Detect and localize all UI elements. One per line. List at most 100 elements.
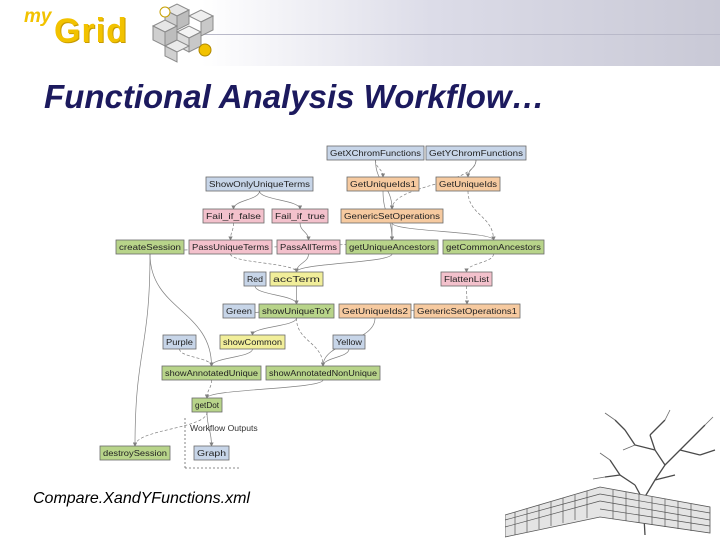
workflow-edge: [294, 253, 393, 273]
node-box: [99, 445, 171, 461]
workflow-edge: [231, 190, 260, 210]
workflow-node-get-c-a: getCommonAncestors: [442, 239, 545, 255]
node-box: [413, 303, 521, 319]
node-label: showCommon: [223, 337, 282, 347]
workflow-node-pass-all: PassAllTerms: [276, 239, 341, 255]
node-label: FlattenList: [444, 274, 490, 284]
building-illustration: [505, 409, 716, 538]
node-box: [269, 271, 324, 287]
workflow-edge: [250, 317, 297, 336]
workflow-edge: [299, 222, 311, 241]
node-box: [276, 239, 341, 255]
node-box: [435, 176, 501, 192]
workflow-edge: [296, 317, 326, 367]
node-box: [191, 397, 223, 413]
node-label: getCommonAncestors: [446, 242, 541, 252]
node-box: [425, 145, 527, 161]
workflow-node-get-x: GetXChromFunctions: [326, 145, 425, 161]
node-label: accTerm: [273, 274, 320, 284]
node-label: GetYChromFunctions: [429, 148, 523, 158]
workflow-outputs-group: Workflow Outputs: [184, 418, 258, 469]
node-box: [326, 145, 425, 161]
node-box: [243, 271, 267, 287]
workflow-node-gen-set: GenericSetOperations: [340, 208, 444, 224]
node-box: [442, 239, 545, 255]
workflow-edge: [464, 253, 494, 273]
node-box: [162, 334, 197, 350]
node-label: PassAllTerms: [280, 242, 337, 252]
workflow-edge: [179, 348, 214, 367]
workflow-node-graph: Graph: [193, 445, 230, 461]
workflow-node-get-u-a: getUniqueAncestors: [345, 239, 439, 255]
workflow-edge: [464, 285, 470, 305]
workflow-edge: [206, 411, 214, 447]
node-label: GetUniqueIds: [439, 179, 497, 189]
node-box: [271, 208, 329, 224]
workflow-node-flatten: FlattenList: [440, 271, 493, 287]
workflow-node-purple: Purple: [162, 334, 197, 350]
workflow-node-destroy: destroySession: [99, 445, 171, 461]
header-bar: [0, 0, 720, 66]
header-rule: [170, 34, 720, 35]
node-label: Red: [247, 274, 263, 284]
workflow-edge: [204, 379, 324, 399]
node-label: GetXChromFunctions: [330, 148, 421, 158]
node-label: Green: [226, 306, 252, 316]
workflow-edge: [209, 348, 253, 367]
slide-title: Functional Analysis Workflow…: [44, 78, 545, 115]
workflow-edge: [132, 253, 151, 447]
node-label: Yellow: [336, 337, 363, 347]
workflow-node-yellow: Yellow: [332, 334, 366, 350]
workflow-edge: [228, 222, 234, 241]
workflow-node-show-a-n-u: showAnnotatedNonUnique: [265, 365, 381, 381]
node-label: showAnnotatedNonUnique: [269, 368, 377, 378]
workflow-edge: [294, 253, 309, 273]
workflow-node-get-y: GetYChromFunctions: [425, 145, 527, 161]
workflow-node-create: createSession: [115, 239, 185, 255]
node-label: createSession: [119, 242, 181, 252]
node-box: [340, 208, 444, 224]
node-label: getDot: [195, 400, 220, 410]
workflow-edge: [259, 190, 303, 210]
node-label: getUniqueAncestors: [349, 242, 435, 252]
workflow-node-fail-false: Fail_if_false: [202, 208, 265, 224]
node-box: [338, 303, 412, 319]
node-label: Purple: [166, 337, 193, 347]
workflow-node-show-a-u: showAnnotatedUnique: [161, 365, 262, 381]
workflow-edge: [465, 159, 477, 178]
node-label: showUniqueToY: [262, 306, 331, 316]
node-box: [161, 365, 262, 381]
workflow-node-gu2: GetUniqueIds: [435, 176, 501, 192]
node-box: [219, 334, 286, 350]
workflow-edge: [230, 253, 299, 273]
workflow-edge: [389, 159, 477, 210]
node-label: showAnnotatedUnique: [165, 368, 258, 378]
node-box: [115, 239, 185, 255]
node-box: [188, 239, 273, 255]
workflow-edge: [320, 348, 350, 367]
workflow-edge: [132, 411, 208, 447]
node-label: Fail_if_false: [206, 211, 261, 221]
workflow-edge: [467, 190, 496, 241]
workflow-node-get-dot: getDot: [191, 397, 223, 413]
workflow-node-show-common: showCommon: [219, 334, 286, 350]
node-label: ShowOnlyUniqueTerms: [209, 179, 310, 189]
node-box: [265, 365, 381, 381]
node-box: [440, 271, 493, 287]
node-box: [258, 303, 335, 319]
workflow-node-show-only: ShowOnlyUniqueTerms: [205, 176, 314, 192]
node-box: [346, 176, 420, 192]
logo-my-text: my: [24, 6, 52, 27]
workflow-node-fail-true: Fail_if_true: [271, 208, 329, 224]
workflow-edge: [149, 253, 214, 367]
node-label: GenericSetOperations: [344, 211, 440, 221]
workflow-node-acc-term: accTerm: [269, 271, 324, 287]
logo-grid-text: Grid: [54, 12, 128, 50]
node-label: Fail_if_true: [275, 211, 325, 221]
node-box: [205, 176, 314, 192]
node-label: PassUniqueTerms: [192, 242, 269, 252]
workflow-edge: [391, 222, 496, 241]
workflow-node-show-u-t: showUniqueToY: [258, 303, 335, 319]
grid-cube-icon: [151, 3, 215, 63]
